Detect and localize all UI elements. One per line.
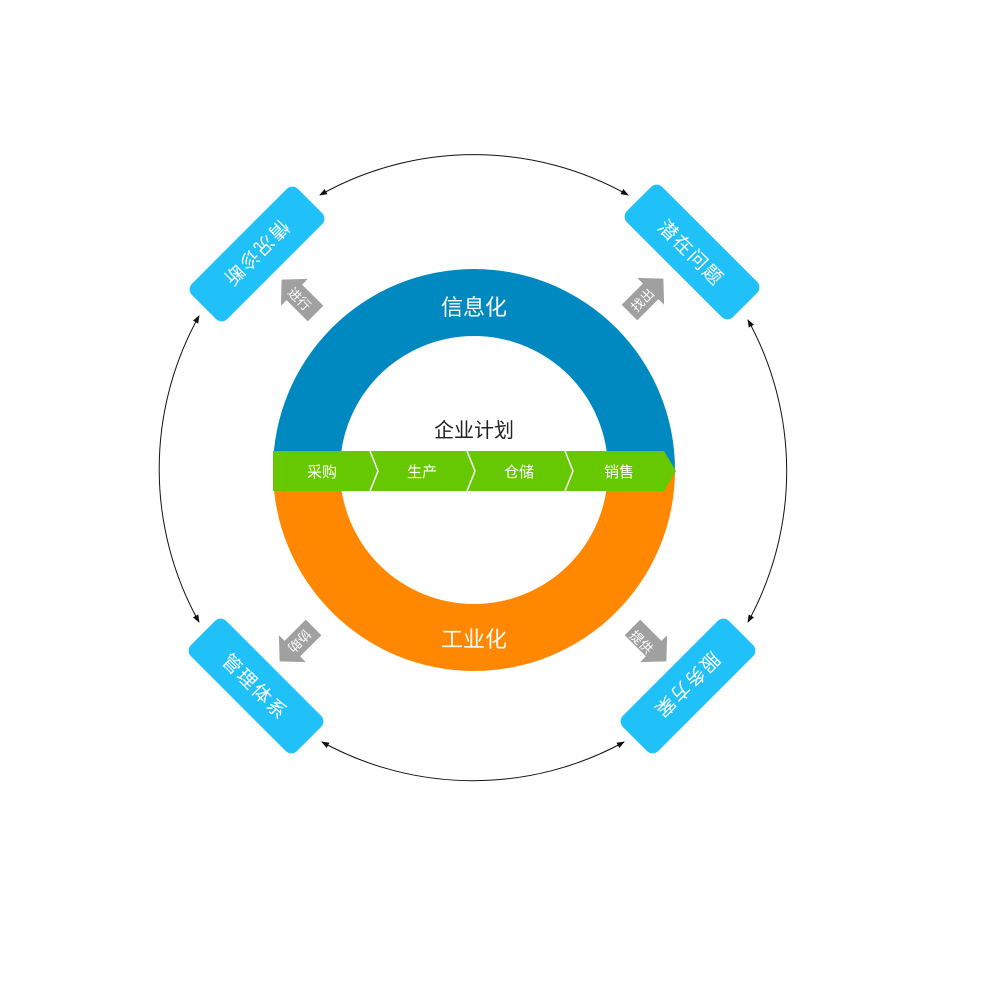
cycle-arc-left [158,315,200,623]
cycle-arc-bottom [321,741,625,782]
ring-bottom-industrialization [273,470,675,671]
center-title: 企业计划 [434,418,514,442]
ring-top-informatization [273,269,675,470]
cycle-arc-right [747,319,788,623]
step-storage: 仓储 [503,462,534,481]
arrow-shape-bottom-right [624,619,668,663]
step-production: 生产 [406,462,437,481]
arrow-shape-top-right [621,277,665,321]
ring-label-top: 信息化 [440,296,507,321]
step-sales: 销售 [603,462,634,481]
ring-label-bottom: 工业化 [440,628,507,653]
arrow-shape-bottom-left [278,619,322,663]
arrow-shape-top-left [280,278,324,322]
cycle-arc-top [319,154,629,196]
step-purchase: 采购 [306,462,337,481]
